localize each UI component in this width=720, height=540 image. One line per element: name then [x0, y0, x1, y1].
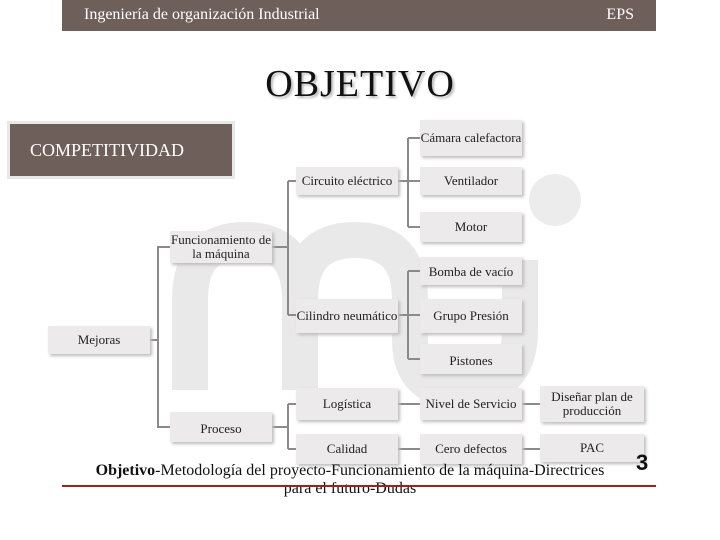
footer-agenda: -Metodología del proyecto-Funcionamiento…: [155, 462, 605, 497]
node-cilindro-neumatico: Cilindro neumático: [296, 299, 398, 333]
node-nivel-servicio: Nivel de Servicio: [420, 388, 522, 420]
node-camara-calefactora: Cámara calefactora: [420, 120, 522, 156]
node-cero-defectos: Cero defectos: [420, 434, 522, 464]
node-logistica: Logística: [296, 388, 398, 420]
node-proceso: Proceso: [170, 412, 272, 442]
node-disenar-plan: Diseñar plan de producción: [540, 386, 644, 422]
competitividad-box: COMPETITIVIDAD: [10, 124, 232, 176]
page-number: 3: [636, 450, 649, 475]
node-bomba-vacio: Bomba de vacío: [420, 257, 522, 285]
node-funcionamiento-maquina: Funcionamiento de la máquina: [170, 231, 272, 263]
header-course-title: Ingeniería de organización Industrial: [84, 6, 320, 23]
node-circuito-electrico: Circuito eléctrico: [296, 167, 398, 195]
footer-bold-label: Objetivo: [95, 462, 156, 479]
node-mejoras: Mejoras: [48, 326, 150, 354]
node-pistones: Pistones: [420, 344, 522, 374]
footer-rule: [62, 485, 656, 487]
header-bar: Ingeniería de organización Industrial EP…: [62, 0, 656, 31]
header-school: EPS: [606, 6, 634, 23]
node-ventilador: Ventilador: [420, 167, 522, 195]
footer-navigation: Objetivo-Metodología del proyecto-Funcio…: [80, 462, 620, 498]
node-pac: PAC: [540, 434, 644, 462]
node-grupo-presion: Grupo Presión: [420, 299, 522, 333]
node-calidad: Calidad: [296, 434, 398, 464]
node-motor: Motor: [420, 212, 522, 242]
page-title: OBJETIVO: [265, 63, 455, 105]
